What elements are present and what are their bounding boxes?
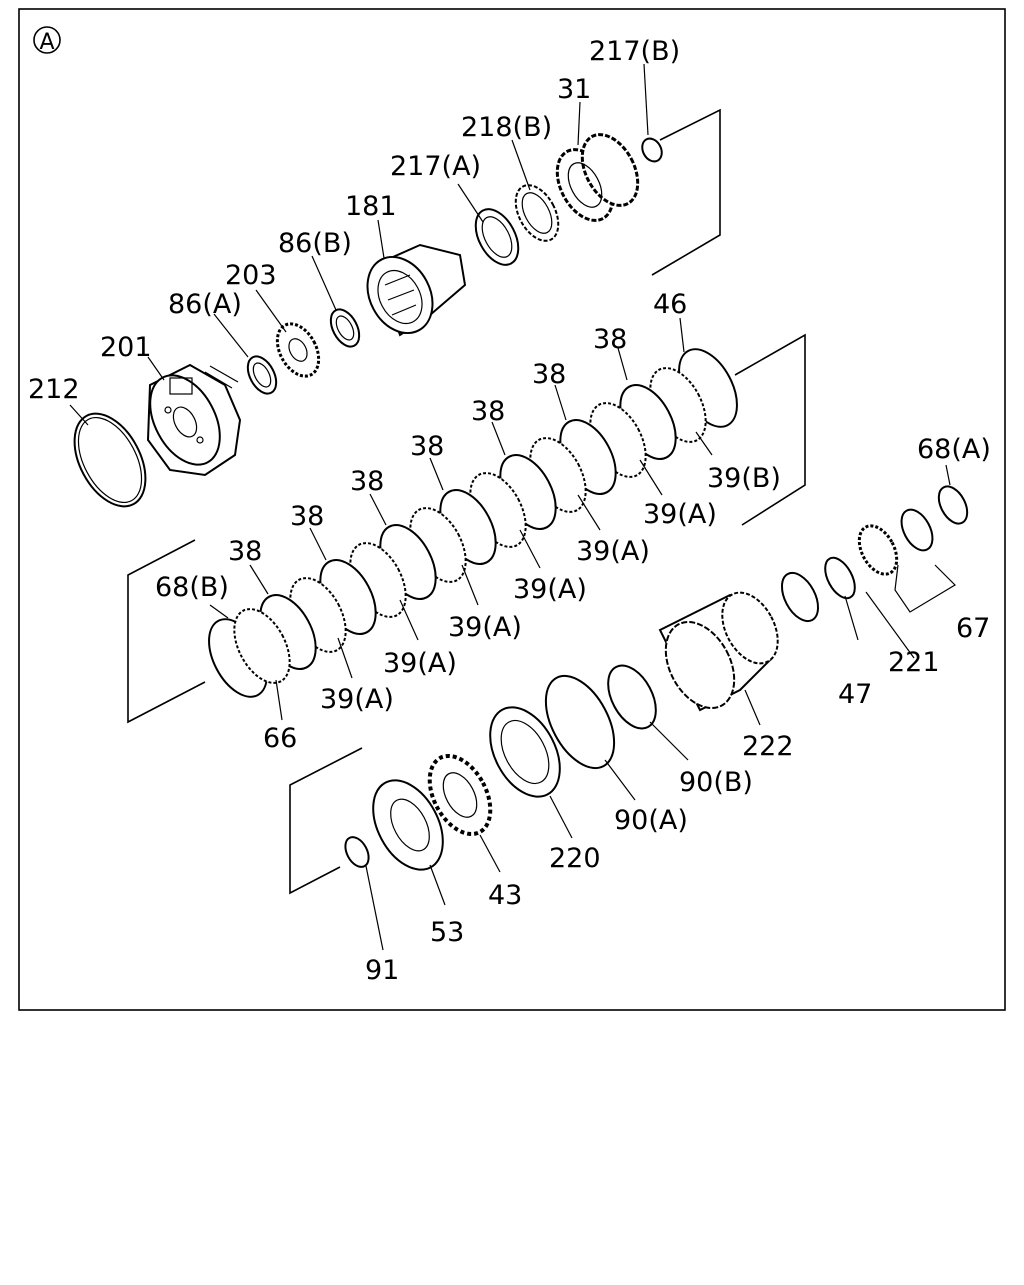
part-218b-bearing [514, 184, 560, 242]
part-181-drum [366, 243, 467, 337]
label-38-2: 38 [532, 359, 566, 390]
part-217b-tab-washer [641, 137, 663, 163]
part-203-gear [275, 322, 321, 378]
label-39a-5: 39(A) [383, 648, 457, 679]
label-68a: 68(A) [917, 434, 991, 465]
label-53: 53 [430, 917, 464, 948]
label-38-4: 38 [410, 431, 444, 462]
label-90a: 90(A) [614, 805, 688, 836]
view-marker: A [33, 26, 61, 55]
label-86b: 86(B) [278, 228, 352, 259]
label-39a-4: 39(A) [448, 612, 522, 643]
label-66: 66 [263, 723, 297, 754]
label-38-6: 38 [290, 501, 324, 532]
label-39a-3: 39(A) [513, 574, 587, 605]
label-46: 46 [653, 289, 687, 320]
part-67-bearing-set [857, 508, 934, 576]
label-39b: 39(B) [707, 463, 781, 494]
label-201: 201 [100, 332, 152, 363]
part-220-piston [489, 706, 561, 798]
part-212-snap-ring [73, 412, 147, 508]
part-90a-o-ring [544, 674, 616, 770]
label-220: 220 [549, 843, 601, 874]
label-38-5: 38 [350, 466, 384, 497]
part-86a-washer [246, 355, 278, 395]
label-217b: 217(B) [589, 36, 680, 67]
bracket-top [651, 108, 721, 276]
part-90b-o-ring [607, 664, 657, 730]
bracket-middle-left [127, 539, 206, 724]
label-222: 222 [742, 731, 794, 762]
label-212: 212 [28, 374, 80, 405]
label-31: 31 [557, 74, 591, 105]
label-91: 91 [365, 955, 399, 986]
label-67: 67 [956, 613, 990, 644]
label-181: 181 [345, 191, 397, 222]
label-86a: 86(A) [168, 289, 242, 320]
label-38-3: 38 [471, 396, 505, 427]
label-47: 47 [838, 679, 872, 710]
label-43: 43 [488, 880, 522, 911]
part-47-ring [780, 571, 820, 623]
label-39a-1: 39(A) [643, 499, 717, 530]
part-91-snap-ring [344, 836, 370, 868]
bracket-bottom [289, 747, 363, 895]
part-222-clutch-drum [658, 591, 779, 712]
label-203: 203 [225, 260, 277, 291]
label-38-7: 38 [228, 536, 262, 567]
label-38-1: 38 [593, 324, 627, 355]
label-217a: 217(A) [390, 151, 481, 182]
part-217a-thrust-plate [474, 208, 520, 266]
label-68b: 68(B) [155, 572, 229, 603]
label-39a-6: 39(A) [320, 684, 394, 715]
diagram-frame [18, 8, 1006, 1011]
leader-67-bracket [894, 564, 956, 613]
label-218b: 218(B) [461, 112, 552, 143]
label-39a-2: 39(A) [576, 536, 650, 567]
part-68a-snap-ring [937, 485, 969, 525]
part-31-hub [555, 133, 640, 222]
label-90b: 90(B) [679, 767, 753, 798]
leader-lines [69, 63, 951, 951]
bracket-middle-right [734, 333, 806, 526]
view-marker-letter: A [39, 30, 54, 55]
clutch-plate-stack [233, 367, 707, 684]
part-86b-washer [329, 308, 361, 348]
part-201-carrier [146, 363, 242, 477]
label-221: 221 [888, 647, 940, 678]
part-labels: 217(B) 31 218(B) 217(A) 181 86(B) 203 86… [28, 36, 991, 986]
part-221-snap-ring [824, 556, 856, 600]
part-43-return-spring [427, 753, 493, 837]
